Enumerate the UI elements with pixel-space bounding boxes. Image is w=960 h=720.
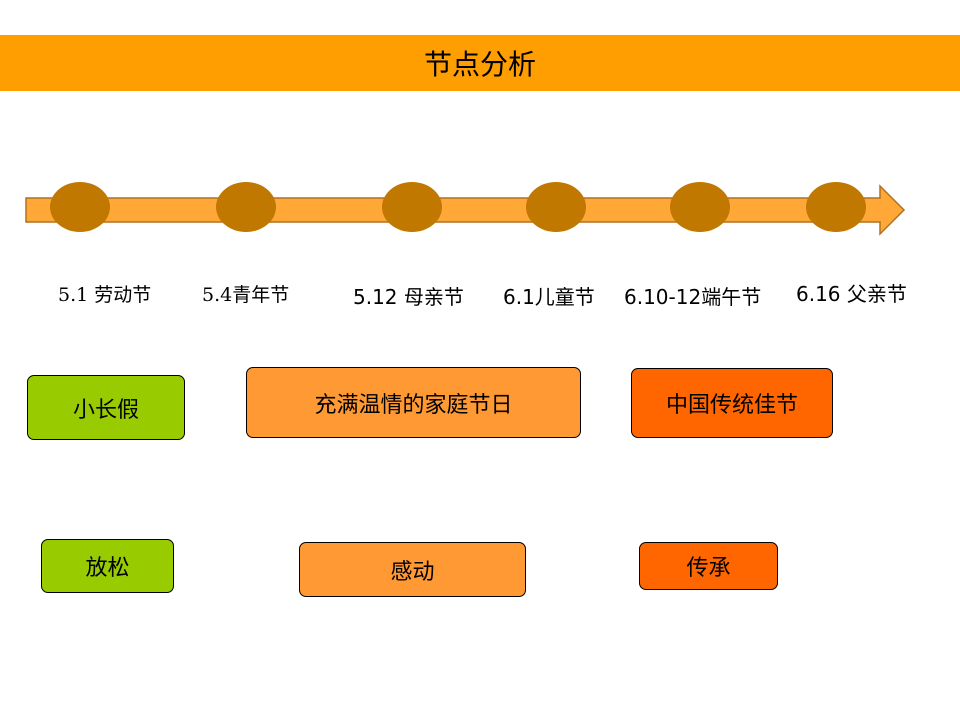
date-label-childrens-day: 6.1儿童节 xyxy=(503,285,595,309)
page-title: 节点分析 xyxy=(423,48,536,81)
feeling-label: 感动 xyxy=(390,559,435,585)
date-label-dragon-boat: 6.10-12端午节 xyxy=(624,285,762,309)
date-label-labor-day: 5.1 劳动节 xyxy=(58,284,152,306)
date-label-youth-day: 5.4青年节 xyxy=(202,284,290,306)
timeline-node-6-1 xyxy=(526,182,586,232)
theme-box-family-holidays: 充满温情的家庭节日 xyxy=(246,367,581,438)
timeline-node-5-4 xyxy=(216,182,276,232)
feeling-label: 传承 xyxy=(686,556,731,581)
timeline-node-5-1 xyxy=(50,182,110,232)
theme-label: 小长假 xyxy=(72,397,139,423)
theme-box-short-holiday: 小长假 xyxy=(27,375,185,440)
feeling-box-relax: 放松 xyxy=(41,539,174,593)
title-bar: 节点分析 xyxy=(0,35,960,91)
timeline-node-6-10-12 xyxy=(670,182,730,232)
feeling-box-touched: 感动 xyxy=(299,542,526,597)
date-label-fathers-day: 6.16 父亲节 xyxy=(796,282,907,306)
theme-label: 充满温情的家庭节日 xyxy=(314,392,513,418)
feeling-box-inheritance: 传承 xyxy=(639,542,778,590)
theme-box-traditional-festival: 中国传统佳节 xyxy=(631,368,833,438)
timeline-node-5-12 xyxy=(382,182,442,232)
timeline-node-6-16 xyxy=(806,182,866,232)
date-label-mothers-day: 5.12 母亲节 xyxy=(353,285,464,309)
timeline-arrow xyxy=(25,184,906,236)
timeline xyxy=(25,182,906,236)
feeling-label: 放松 xyxy=(85,556,130,581)
theme-label: 中国传统佳节 xyxy=(665,393,798,418)
